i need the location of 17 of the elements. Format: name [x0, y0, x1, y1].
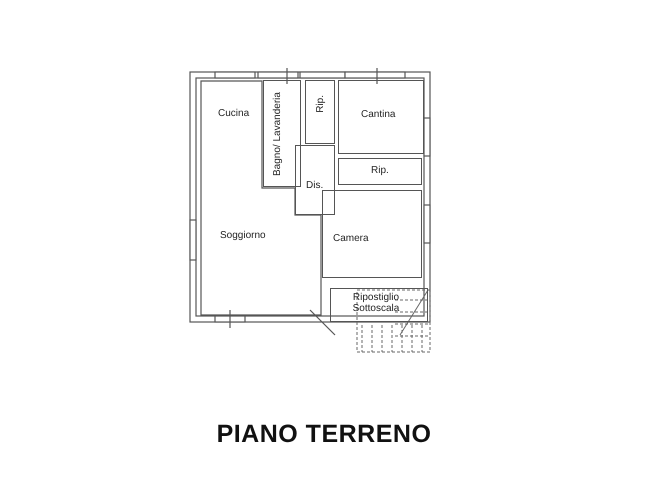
room-label: Rip. — [371, 165, 389, 176]
room-label: Cantina — [361, 109, 396, 120]
room-label: Cucina — [218, 108, 250, 119]
room — [338, 158, 422, 185]
room-label: Ripostiglio Sottoscala — [352, 292, 400, 314]
room-label: Camera — [333, 233, 369, 244]
room — [263, 80, 301, 187]
room — [305, 80, 335, 144]
room — [322, 190, 422, 278]
room-label: Bagno/ Lavanderia — [272, 91, 283, 178]
room-label: Rip. — [315, 95, 326, 113]
room — [295, 145, 335, 215]
room — [330, 288, 428, 322]
room-label: Dis. — [306, 180, 324, 191]
room-label: Soggiorno — [220, 230, 266, 241]
plan-title: PIANO TERRENO — [216, 420, 432, 448]
room — [338, 80, 424, 154]
